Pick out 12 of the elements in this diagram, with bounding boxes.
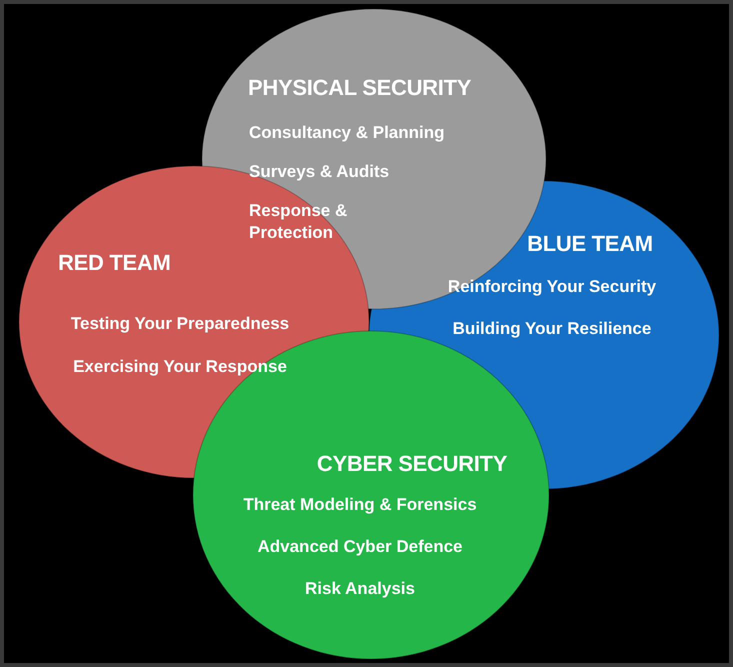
category-heading: PHYSICAL SECURITY	[248, 74, 472, 102]
service-item: Testing Your Preparedness	[70, 313, 290, 335]
service-item: Advanced Cyber Defence	[256, 536, 464, 558]
category-heading: CYBER SECURITY	[316, 450, 508, 478]
service-item: Threat Modeling & Forensics	[242, 494, 478, 516]
service-item: Building Your Resilience	[452, 318, 652, 340]
service-item: Consultancy & Planning	[249, 122, 446, 144]
service-item: Risk Analysis	[304, 578, 416, 600]
category-heading: BLUE TEAM	[526, 230, 654, 258]
service-item: Surveys & Audits	[249, 161, 390, 183]
service-item: Response & Protection	[249, 200, 348, 244]
category-heading: RED TEAM	[58, 249, 172, 277]
